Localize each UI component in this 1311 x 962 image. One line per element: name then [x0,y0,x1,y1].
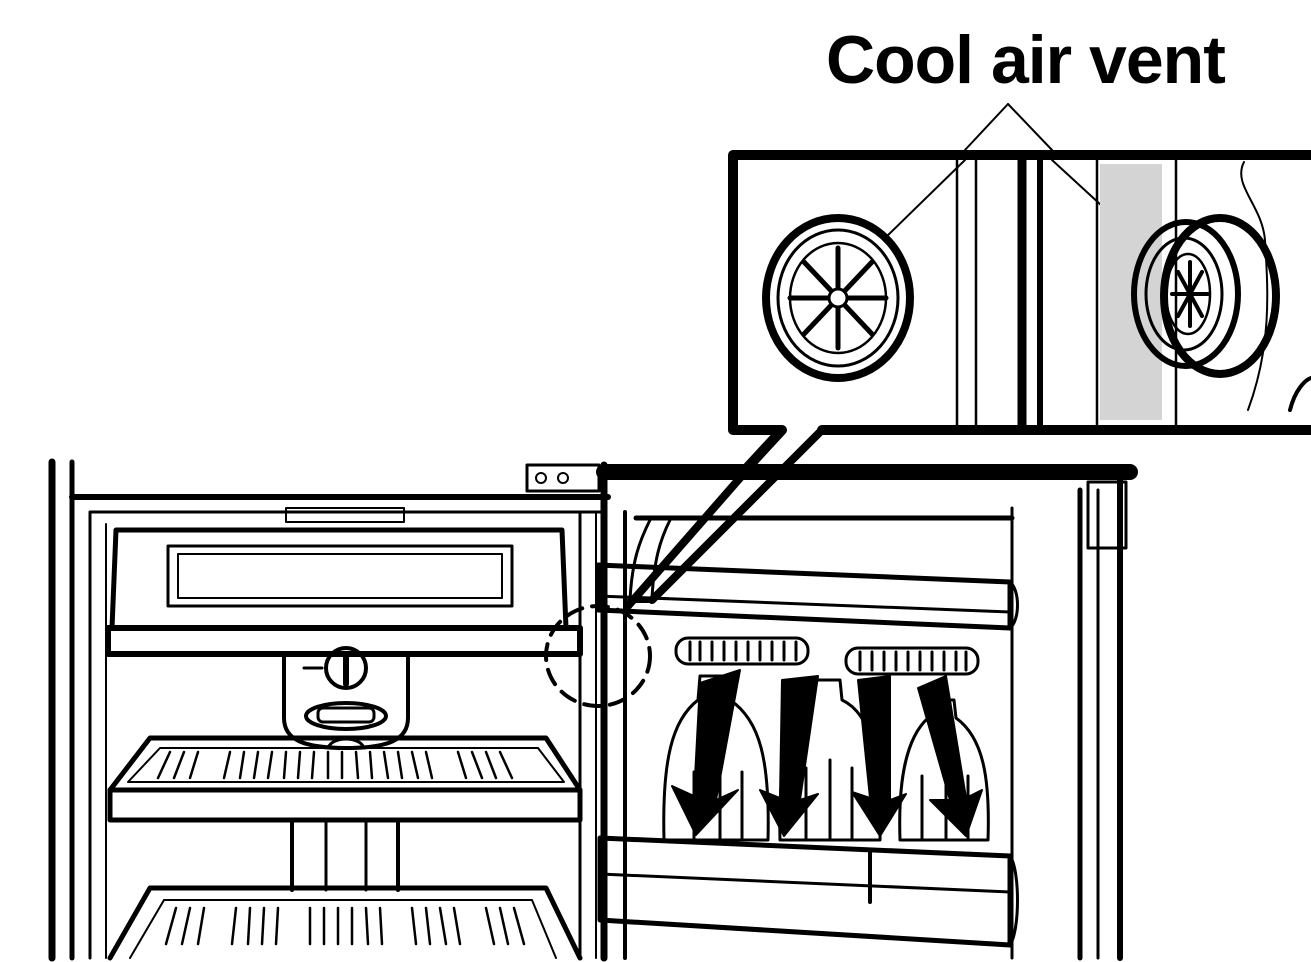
upper-shelf [110,738,580,820]
refrigerator-cabinet [52,462,608,958]
airflow-arrows [672,670,982,836]
bottle-retainer-bar [676,638,978,674]
shelf-support-post [292,820,398,890]
temperature-control-knob [284,648,408,748]
cool-air-vent-front-icon [766,218,910,378]
lower-shelf [110,888,580,958]
magnified-inset [733,155,1311,470]
lower-door-bin [600,838,1018,945]
top-drawer [108,530,580,654]
